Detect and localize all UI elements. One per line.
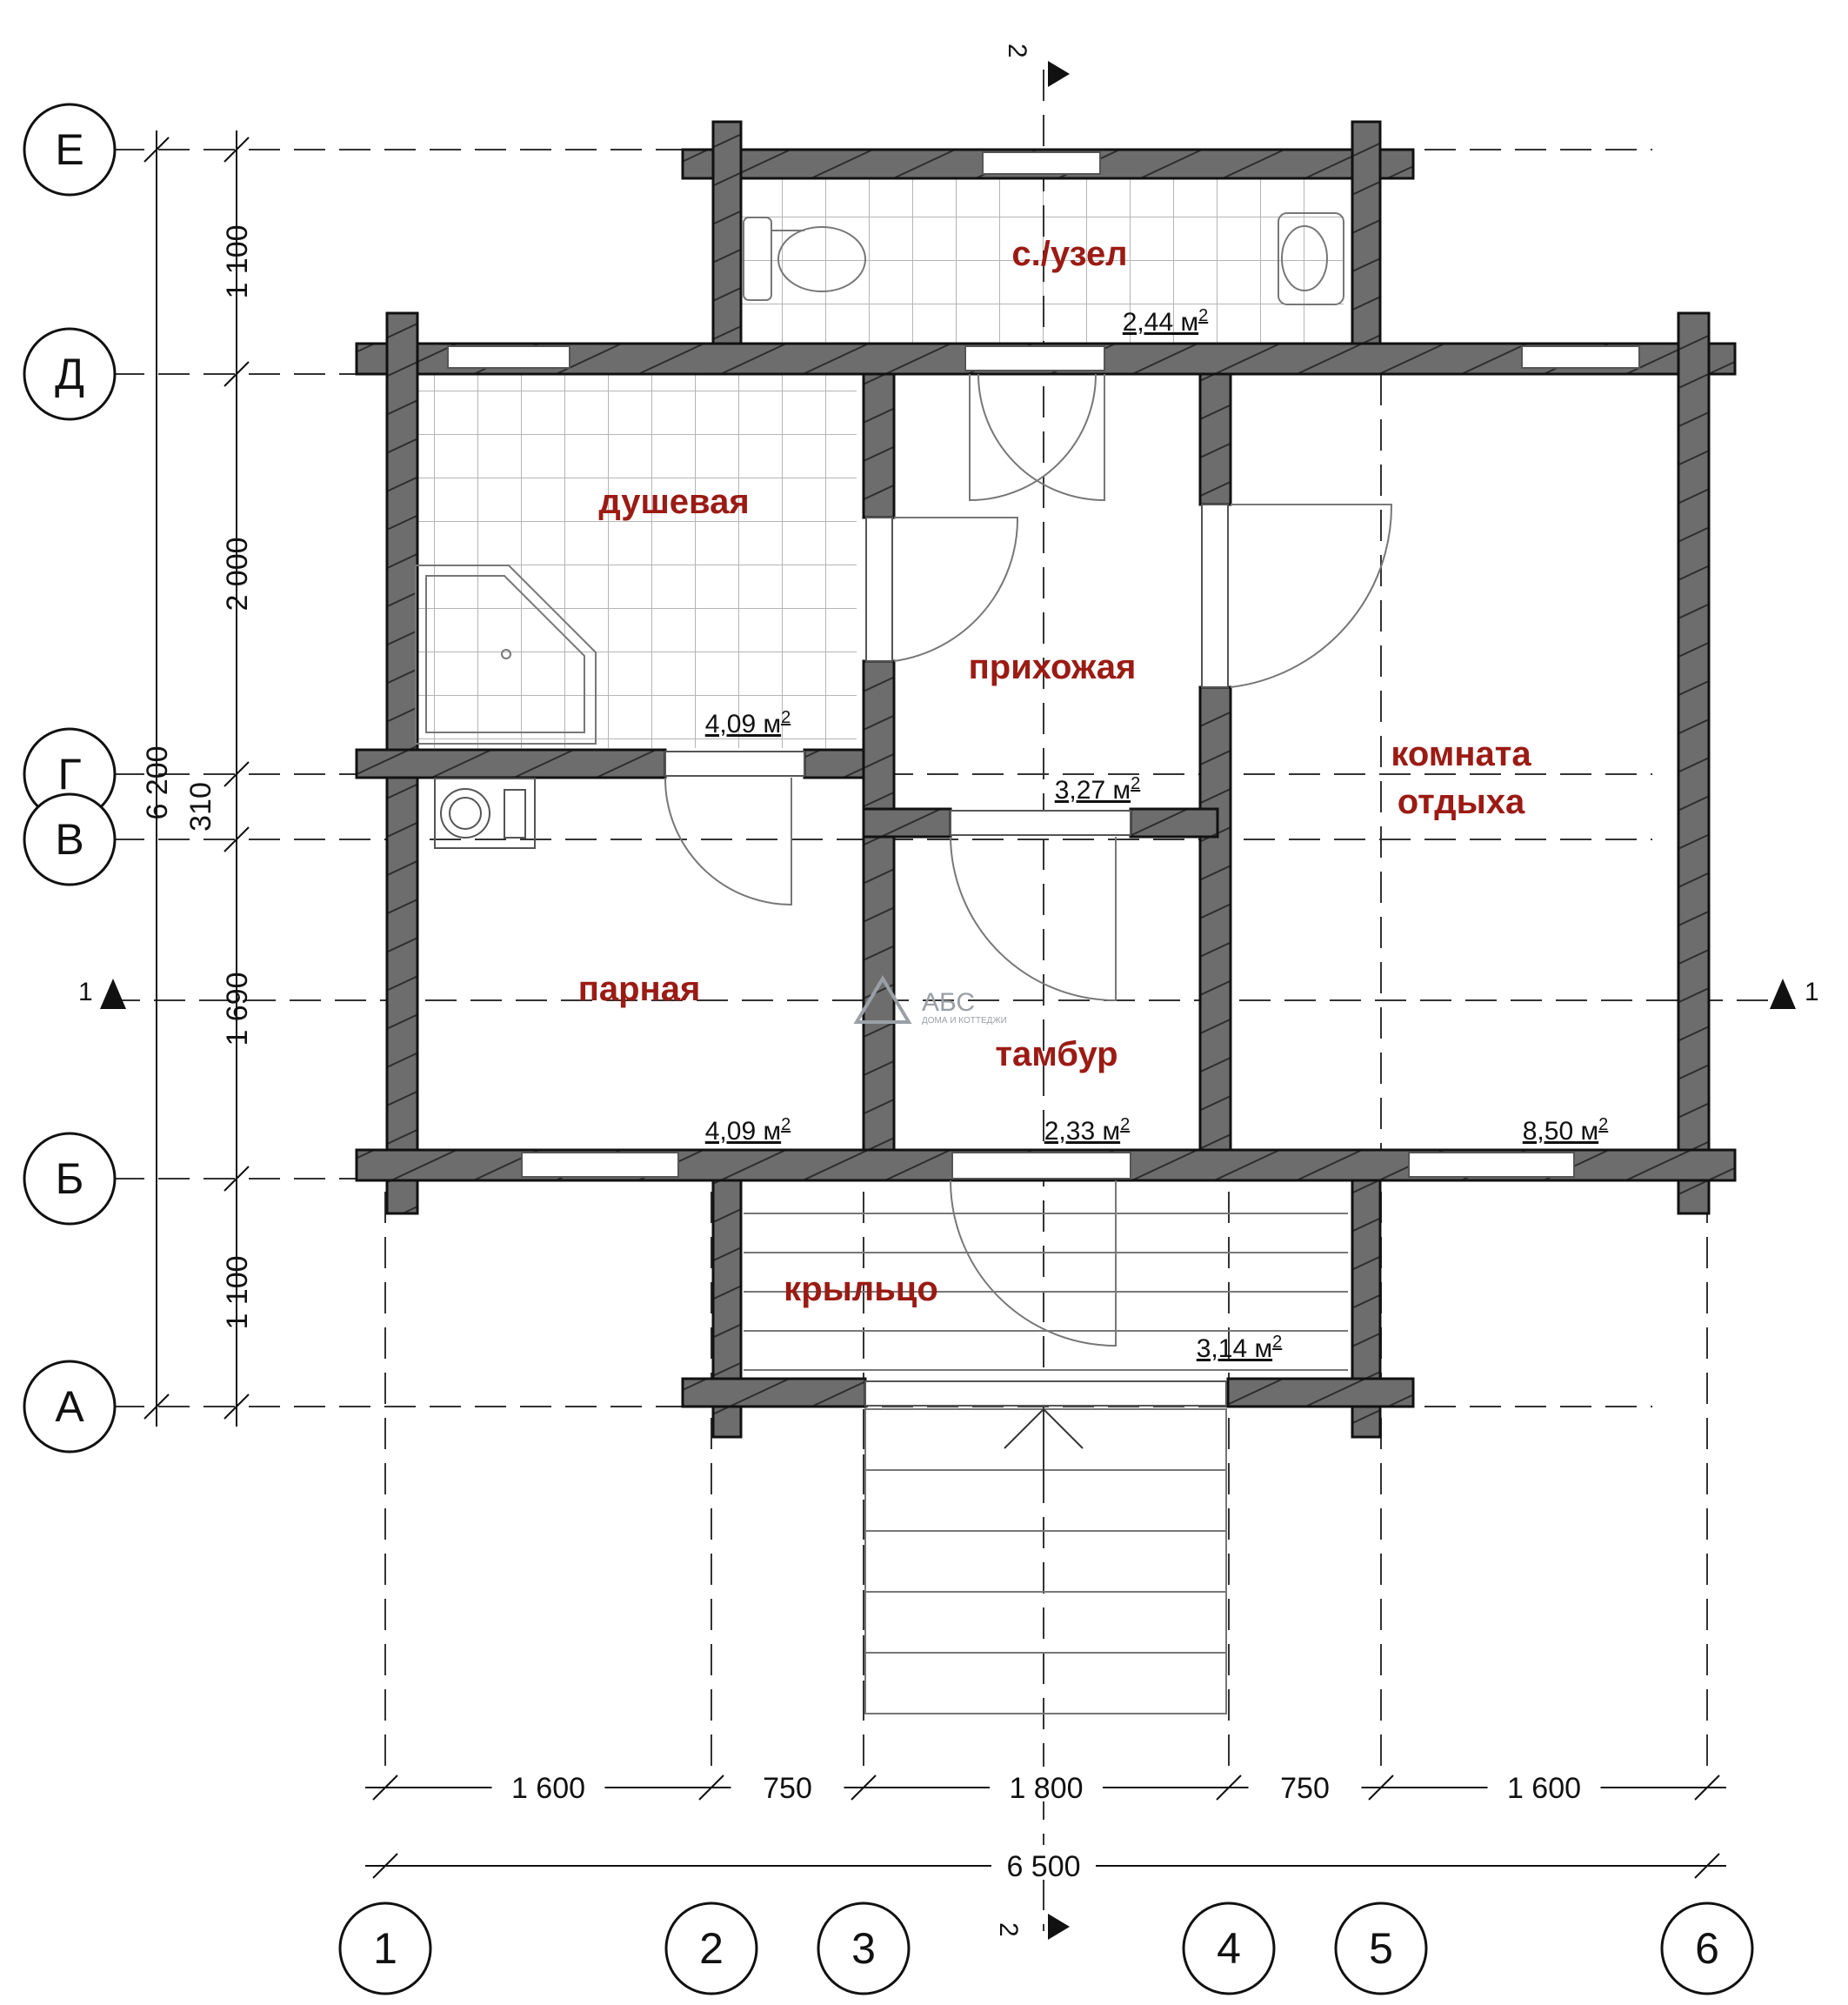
porch <box>744 1213 1348 1714</box>
area-unit-sup: 2 <box>1198 306 1208 325</box>
section-label-1-right: 1 <box>1805 978 1819 1006</box>
stove <box>434 778 536 849</box>
axis-col-4: 4 <box>1182 1901 1276 1995</box>
area-unit-sup: 2 <box>1272 1333 1282 1352</box>
room-name-rest2: отдыха <box>1398 783 1525 821</box>
axis-col-label: 1 <box>373 1924 397 1973</box>
axis-row-label: Д <box>55 350 84 398</box>
section-label-2-bottom: 2 <box>994 1922 1023 1937</box>
area-unit-sup: 2 <box>1598 1115 1608 1134</box>
axis-col-label: 2 <box>699 1924 724 1973</box>
room-area-vest: 2,33 м2 <box>1044 1115 1130 1146</box>
walls <box>355 120 1737 1439</box>
axis-col-5: 5 <box>1334 1901 1428 1995</box>
axis-row-label: Г <box>57 750 81 799</box>
axis-row-В: В <box>23 792 117 886</box>
dim-left-1: 2 000 <box>221 537 254 611</box>
axis-row-label: А <box>55 1382 84 1431</box>
logo: АБС ДОМА И КОТТЕДЖИ <box>853 975 1007 1026</box>
area-unit-sup: 2 <box>781 1115 791 1134</box>
shower-tiles <box>413 374 857 748</box>
room-area-rest2: 8,50 м2 <box>1523 1115 1608 1146</box>
section-label-1-left: 1 <box>78 978 93 1006</box>
dim-left-4: 1 100 <box>221 1255 254 1329</box>
axis-col-label: 6 <box>1695 1924 1719 1973</box>
dim-bottom-3: 750 <box>1280 1772 1330 1805</box>
sanitary <box>743 212 1344 305</box>
dim-total-left: 6 200 <box>141 745 174 819</box>
axis-row-Б: Б <box>23 1132 117 1226</box>
axis-col-3: 3 <box>817 1901 911 1995</box>
room-name-vest: тамбур <box>995 1035 1117 1073</box>
section-markers <box>100 61 1796 1940</box>
area-unit-sup: 2 <box>1131 774 1140 793</box>
dim-bottom-0: 1 600 <box>511 1772 585 1805</box>
axis-col-label: 3 <box>851 1924 876 1973</box>
axis-col-2: 2 <box>664 1901 758 1995</box>
logo-tagline: ДОМА И КОТТЕДЖИ <box>922 1016 1007 1026</box>
axis-row-label: Б <box>56 1154 84 1203</box>
door-swings <box>664 373 1393 1347</box>
axis-row-А: А <box>23 1360 117 1454</box>
room-name-shower: душевая <box>598 483 749 521</box>
room-area-hall: 3,27 м2 <box>1055 774 1140 805</box>
room-name-hall: прихожая <box>969 648 1137 686</box>
dim-bottom-4: 1 600 <box>1507 1772 1581 1805</box>
toilet-tiles <box>739 178 1344 344</box>
room-name-rest1: комната <box>1391 735 1531 773</box>
dim-total-bottom: 6 500 <box>1006 1850 1080 1883</box>
axis-row-Д: Д <box>23 327 117 421</box>
room-name-toilet: с./узел <box>1011 235 1127 273</box>
dim-left-0: 1 100 <box>221 224 254 298</box>
room-area-toilet: 2,44 м2 <box>1123 306 1208 337</box>
room-name-porch: крыльцо <box>784 1270 938 1308</box>
axis-row-label: В <box>55 815 83 864</box>
axis-row-Е: Е <box>23 103 117 197</box>
room-area-porch: 3,14 м2 <box>1197 1333 1282 1363</box>
area-unit-sup: 2 <box>1120 1115 1130 1134</box>
room-area-steam: 4,09 м2 <box>705 1115 791 1146</box>
openings <box>447 151 1640 1407</box>
dim-bottom-1: 750 <box>763 1772 812 1805</box>
axis-col-6: 6 <box>1660 1901 1754 1995</box>
axis-row-Г: Г <box>23 727 117 821</box>
shower-tray <box>415 565 597 745</box>
dim-left-3: 1 690 <box>221 972 254 1046</box>
section-label-2-top: 2 <box>1003 43 1031 58</box>
dim-left-2: 310 <box>184 782 217 832</box>
axis-row-label: Е <box>55 125 83 174</box>
room-area-shower: 4,09 м2 <box>705 708 791 739</box>
area-unit-sup: 2 <box>781 708 791 727</box>
dim-bottom-2: 1 800 <box>1009 1772 1083 1805</box>
axis-col-1: 1 <box>338 1901 432 1995</box>
room-name-steam: парная <box>578 970 701 1008</box>
axis-col-label: 5 <box>1369 1924 1393 1973</box>
axis-col-label: 4 <box>1217 1924 1241 1973</box>
logo-name: АБС <box>922 988 975 1017</box>
